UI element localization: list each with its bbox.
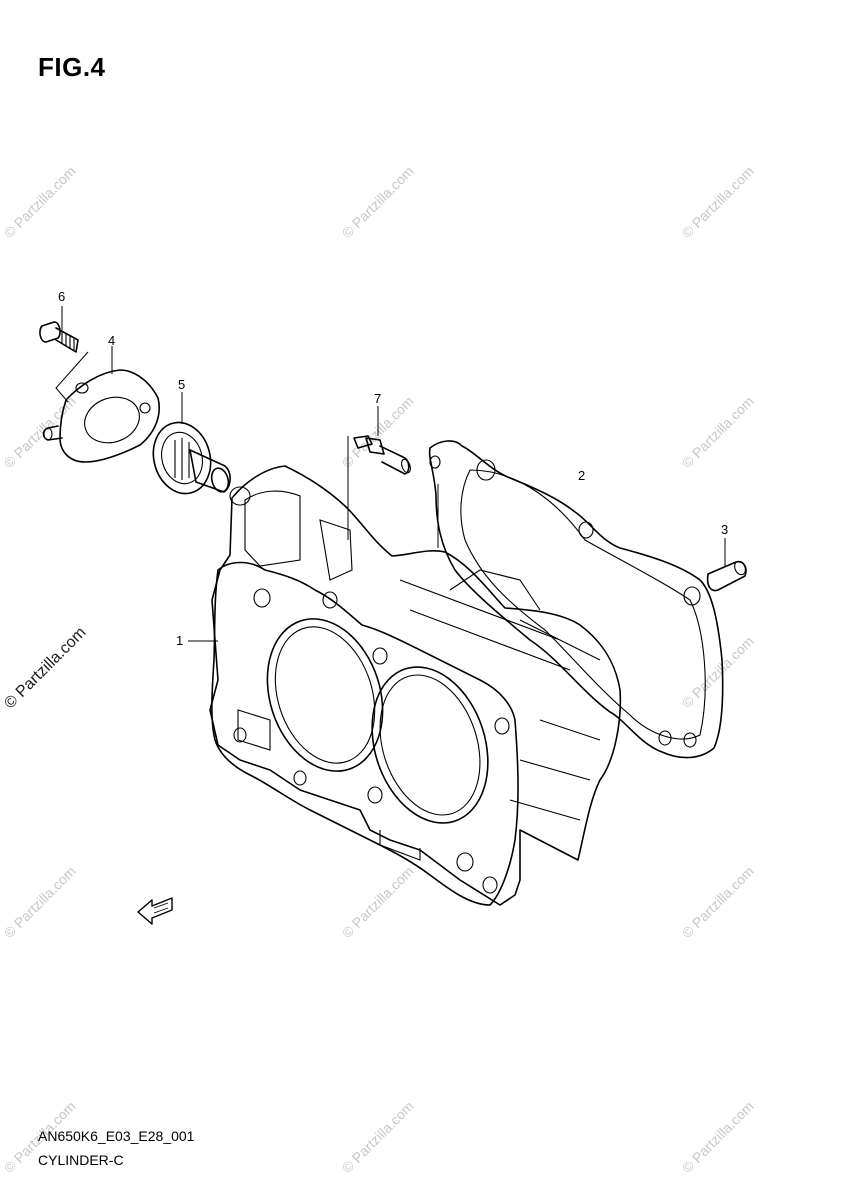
dowel-pin-part-3[interactable]: [706, 560, 748, 592]
bolt-part-6[interactable]: [39, 321, 79, 353]
callout-1: 1: [176, 633, 183, 648]
thermostat-part-5[interactable]: [146, 416, 231, 500]
gasket-part-2[interactable]: [428, 440, 724, 759]
front-direction-arrow-icon: [137, 897, 173, 925]
diagram-name: CYLINDER-C: [38, 1152, 124, 1168]
figure-title: FIG.4: [38, 52, 106, 82]
callout-2: 2: [578, 468, 585, 483]
cylinder-block-part-1[interactable]: [209, 465, 622, 906]
thermostat-cover-part-4[interactable]: [42, 369, 160, 463]
callout-6: 6: [58, 289, 65, 304]
nipple-part-7[interactable]: [353, 435, 412, 475]
callout-7: 7: [374, 391, 381, 406]
diagram-code: AN650K6_E03_E28_001: [38, 1128, 195, 1144]
callout-5: 5: [178, 377, 185, 392]
callout-4: 4: [108, 333, 115, 348]
callout-3: 3: [721, 522, 728, 537]
